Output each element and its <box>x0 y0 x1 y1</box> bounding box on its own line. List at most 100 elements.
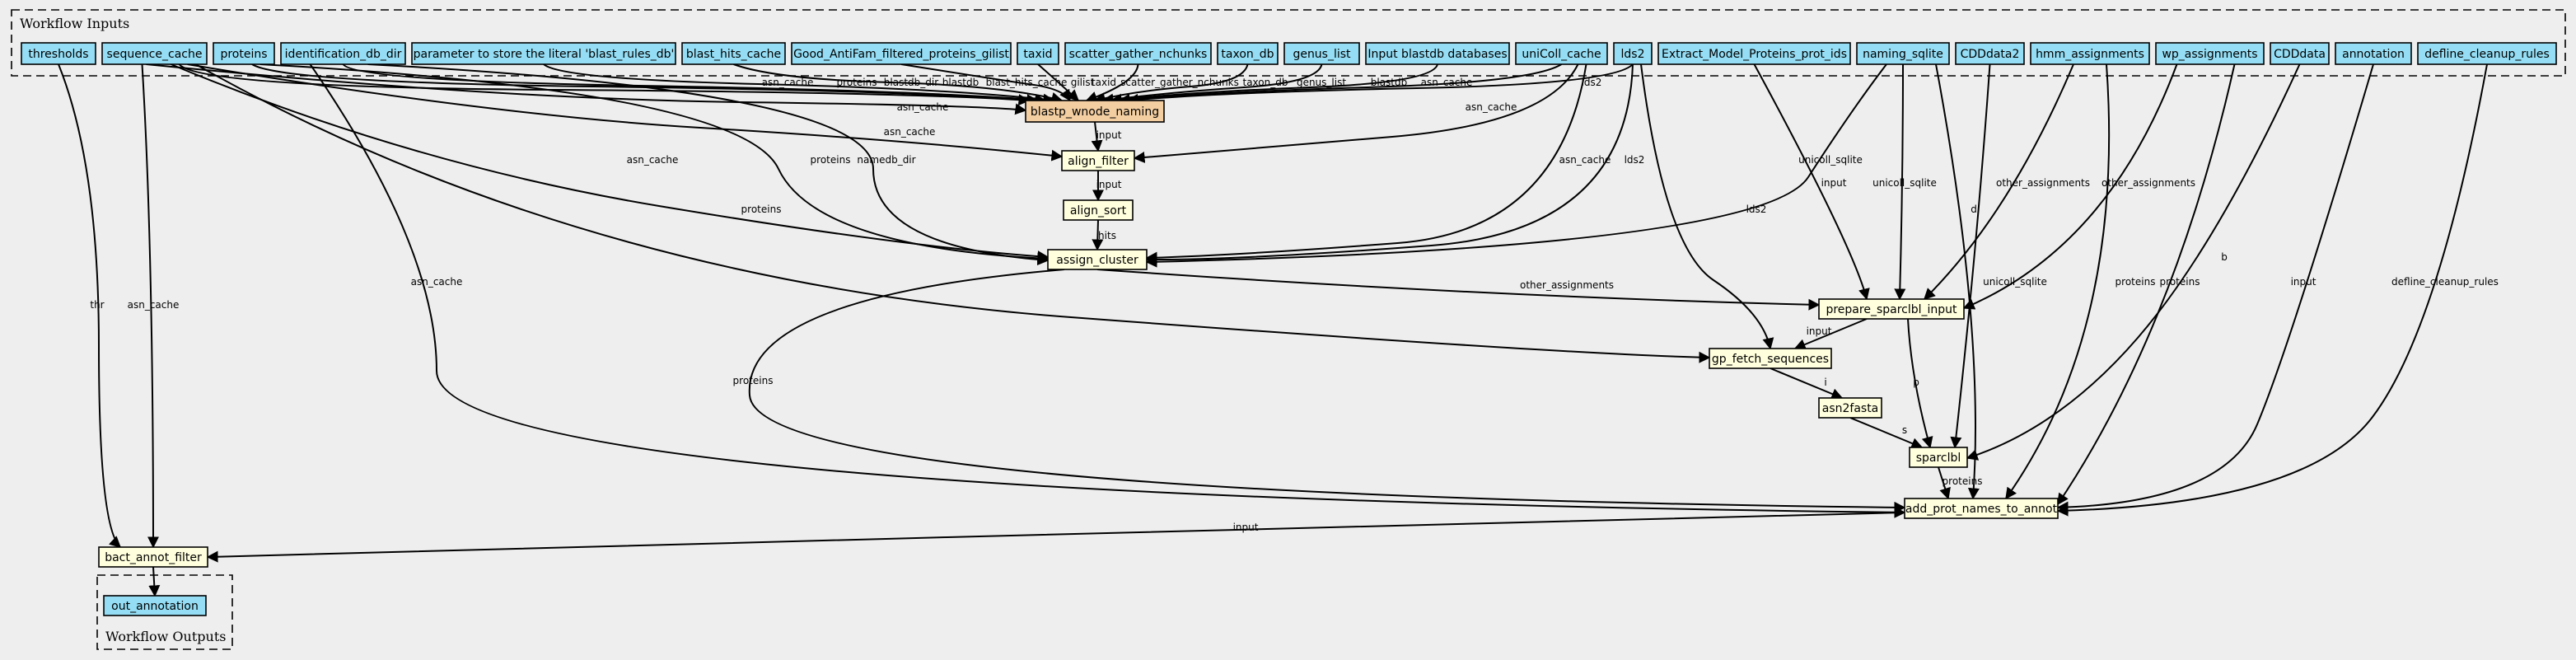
edge-label: lds2 <box>1746 204 1767 215</box>
edge-label: other_assignments <box>1520 279 1614 291</box>
edge-label: other_assignments <box>1996 177 2090 189</box>
edge-47 <box>141 63 159 549</box>
node-sequence-cache[interactable]: sequence_cache <box>101 42 208 65</box>
node-label: genus_list <box>1293 48 1351 61</box>
node-label: sparclbl <box>1916 452 1961 465</box>
edge-38 <box>1938 466 1951 500</box>
node-extract-model-proteins[interactable]: Extract_Model_Proteins_prot_ids <box>1657 42 1851 65</box>
edge-label: asn_cache <box>128 299 180 311</box>
node-genus-list[interactable]: genus_list <box>1283 42 1360 65</box>
edge-45 <box>309 63 1906 518</box>
edge-label: d <box>1971 204 1977 215</box>
edge-label: input <box>2291 276 2317 288</box>
node-bact-annot-filter[interactable]: bact_annot_filter <box>98 546 208 568</box>
edge-label: asn_cache <box>762 77 814 88</box>
node-add-prot-names-to-annot[interactable]: add_prot_names_to_annot <box>1904 498 2059 519</box>
edge-label: thr <box>90 299 104 311</box>
node-unicoll-cache[interactable]: uniColl_cache <box>1515 42 1608 65</box>
edge-6 <box>1037 63 1080 101</box>
node-label: annotation <box>2342 48 2405 61</box>
node-blast-hits-cache[interactable]: blast_hits_cache <box>681 42 786 65</box>
node-label: defline_cleanup_rules <box>2424 48 2550 61</box>
node-align-filter[interactable]: align_filter <box>1061 150 1135 171</box>
node-label: parameter to store the literal 'blast_ru… <box>414 48 675 61</box>
edge-3 <box>543 63 1055 105</box>
node-cdddata[interactable]: CDDdata <box>2270 42 2330 65</box>
node-gp-fetch-sequences[interactable]: gp_fetch_sequences <box>1709 348 1832 369</box>
edge-label: b <box>2221 251 2228 263</box>
node-box <box>1025 100 1165 123</box>
node-prepare-sparclbl-input[interactable]: prepare_sparclbl_input <box>1818 298 1965 320</box>
node-label: proteins <box>220 48 267 61</box>
node-box <box>1818 298 1965 320</box>
edge-label: blastdb <box>942 77 979 88</box>
edge-25 <box>1096 269 1821 311</box>
edge-label: other_assignments <box>2101 177 2195 189</box>
node-box <box>1613 42 1653 65</box>
node-wp-assignments[interactable]: wp_assignments <box>2155 42 2265 65</box>
node-box <box>1515 42 1608 65</box>
edge-label: scatter_gather_nchunks <box>1120 77 1239 88</box>
edge-22 <box>1145 63 1587 264</box>
node-box <box>1709 348 1832 369</box>
node-label: align_filter <box>1068 155 1129 168</box>
node-hmm-assignments[interactable]: hmm_assignments <box>2030 42 2150 65</box>
edge-24 <box>1145 63 1887 268</box>
edge-48 <box>206 512 1905 563</box>
node-scatter-gather-nchunks[interactable]: scatter_gather_nchunks <box>1064 42 1212 65</box>
node-taxon-db[interactable]: taxon_db <box>1217 42 1279 65</box>
node-assign-cluster[interactable]: assign_cluster <box>1047 249 1148 270</box>
edge-label: asn_cache <box>411 276 463 288</box>
edge-30 <box>195 63 1711 363</box>
node-label: sequence_cache <box>107 48 203 61</box>
node-taxid[interactable]: taxid <box>1017 42 1059 65</box>
edge-35 <box>1907 318 1933 449</box>
edge-label: input <box>1233 522 1259 533</box>
node-defline-cleanup-rules[interactable]: defline_cleanup_rules <box>2417 42 2557 65</box>
edge-27 <box>1894 63 1906 301</box>
edge-32 <box>1793 318 1868 350</box>
edge-label: lds2 <box>1582 77 1602 88</box>
node-parameter-literal[interactable]: parameter to store the literal 'blast_ru… <box>411 42 676 65</box>
node-input-blastdb[interactable]: Input blastdb databases <box>1365 42 1510 65</box>
edge-label: blastdb <box>1371 77 1408 88</box>
edge-label: namedb_dir <box>857 154 915 166</box>
node-label: asn2fasta <box>1822 402 1879 415</box>
node-naming-sqlite[interactable]: naming_sqlite <box>1856 42 1950 65</box>
edge-42 <box>2056 63 2374 513</box>
node-label: lds2 <box>1621 48 1645 61</box>
node-box <box>1904 498 2059 519</box>
edge-44 <box>748 269 1906 513</box>
node-box <box>2155 42 2265 65</box>
node-lds2[interactable]: lds2 <box>1613 42 1653 65</box>
node-thresholds[interactable]: thresholds <box>21 42 96 65</box>
node-label: CDDdata2 <box>1961 48 2020 61</box>
node-box <box>213 42 275 65</box>
edge-41 <box>2057 63 2236 506</box>
edge-label: input <box>1807 325 1832 337</box>
edge-39 <box>1935 63 1980 500</box>
edge-label: asn_cache <box>1466 101 1517 113</box>
node-box <box>1657 42 1851 65</box>
node-asn2fasta[interactable]: asn2fasta <box>1818 397 1882 419</box>
node-good-antifam[interactable]: Good_AntiFam_filtered_proteins_gilist <box>791 42 1012 65</box>
node-identification-db-dir[interactable]: identification_db_dir <box>280 42 406 65</box>
node-box <box>280 42 406 65</box>
edge-label: hits <box>1098 230 1116 241</box>
edge-13 <box>146 63 1027 115</box>
node-annotation[interactable]: annotation <box>2335 42 2412 65</box>
edge-label: genus_list <box>1297 77 1346 88</box>
edge-4 <box>733 63 1064 104</box>
node-align-sort[interactable]: align_sort <box>1063 199 1134 221</box>
edge-label: lds2 <box>1625 154 1645 166</box>
node-sparclbl[interactable]: sparclbl <box>1909 447 1968 468</box>
node-blastp-wnode-naming[interactable]: blastp_wnode_naming <box>1025 100 1165 123</box>
edge-21 <box>367 63 1050 266</box>
node-out-annotation[interactable]: out_annotation <box>103 595 207 616</box>
node-cdddata2[interactable]: CDDdata2 <box>1955 42 2025 65</box>
node-label: add_prot_names_to_annot <box>1905 503 2058 516</box>
node-proteins[interactable]: proteins <box>213 42 275 65</box>
node-box <box>1955 42 2025 65</box>
node-label: blastp_wnode_naming <box>1031 105 1159 119</box>
